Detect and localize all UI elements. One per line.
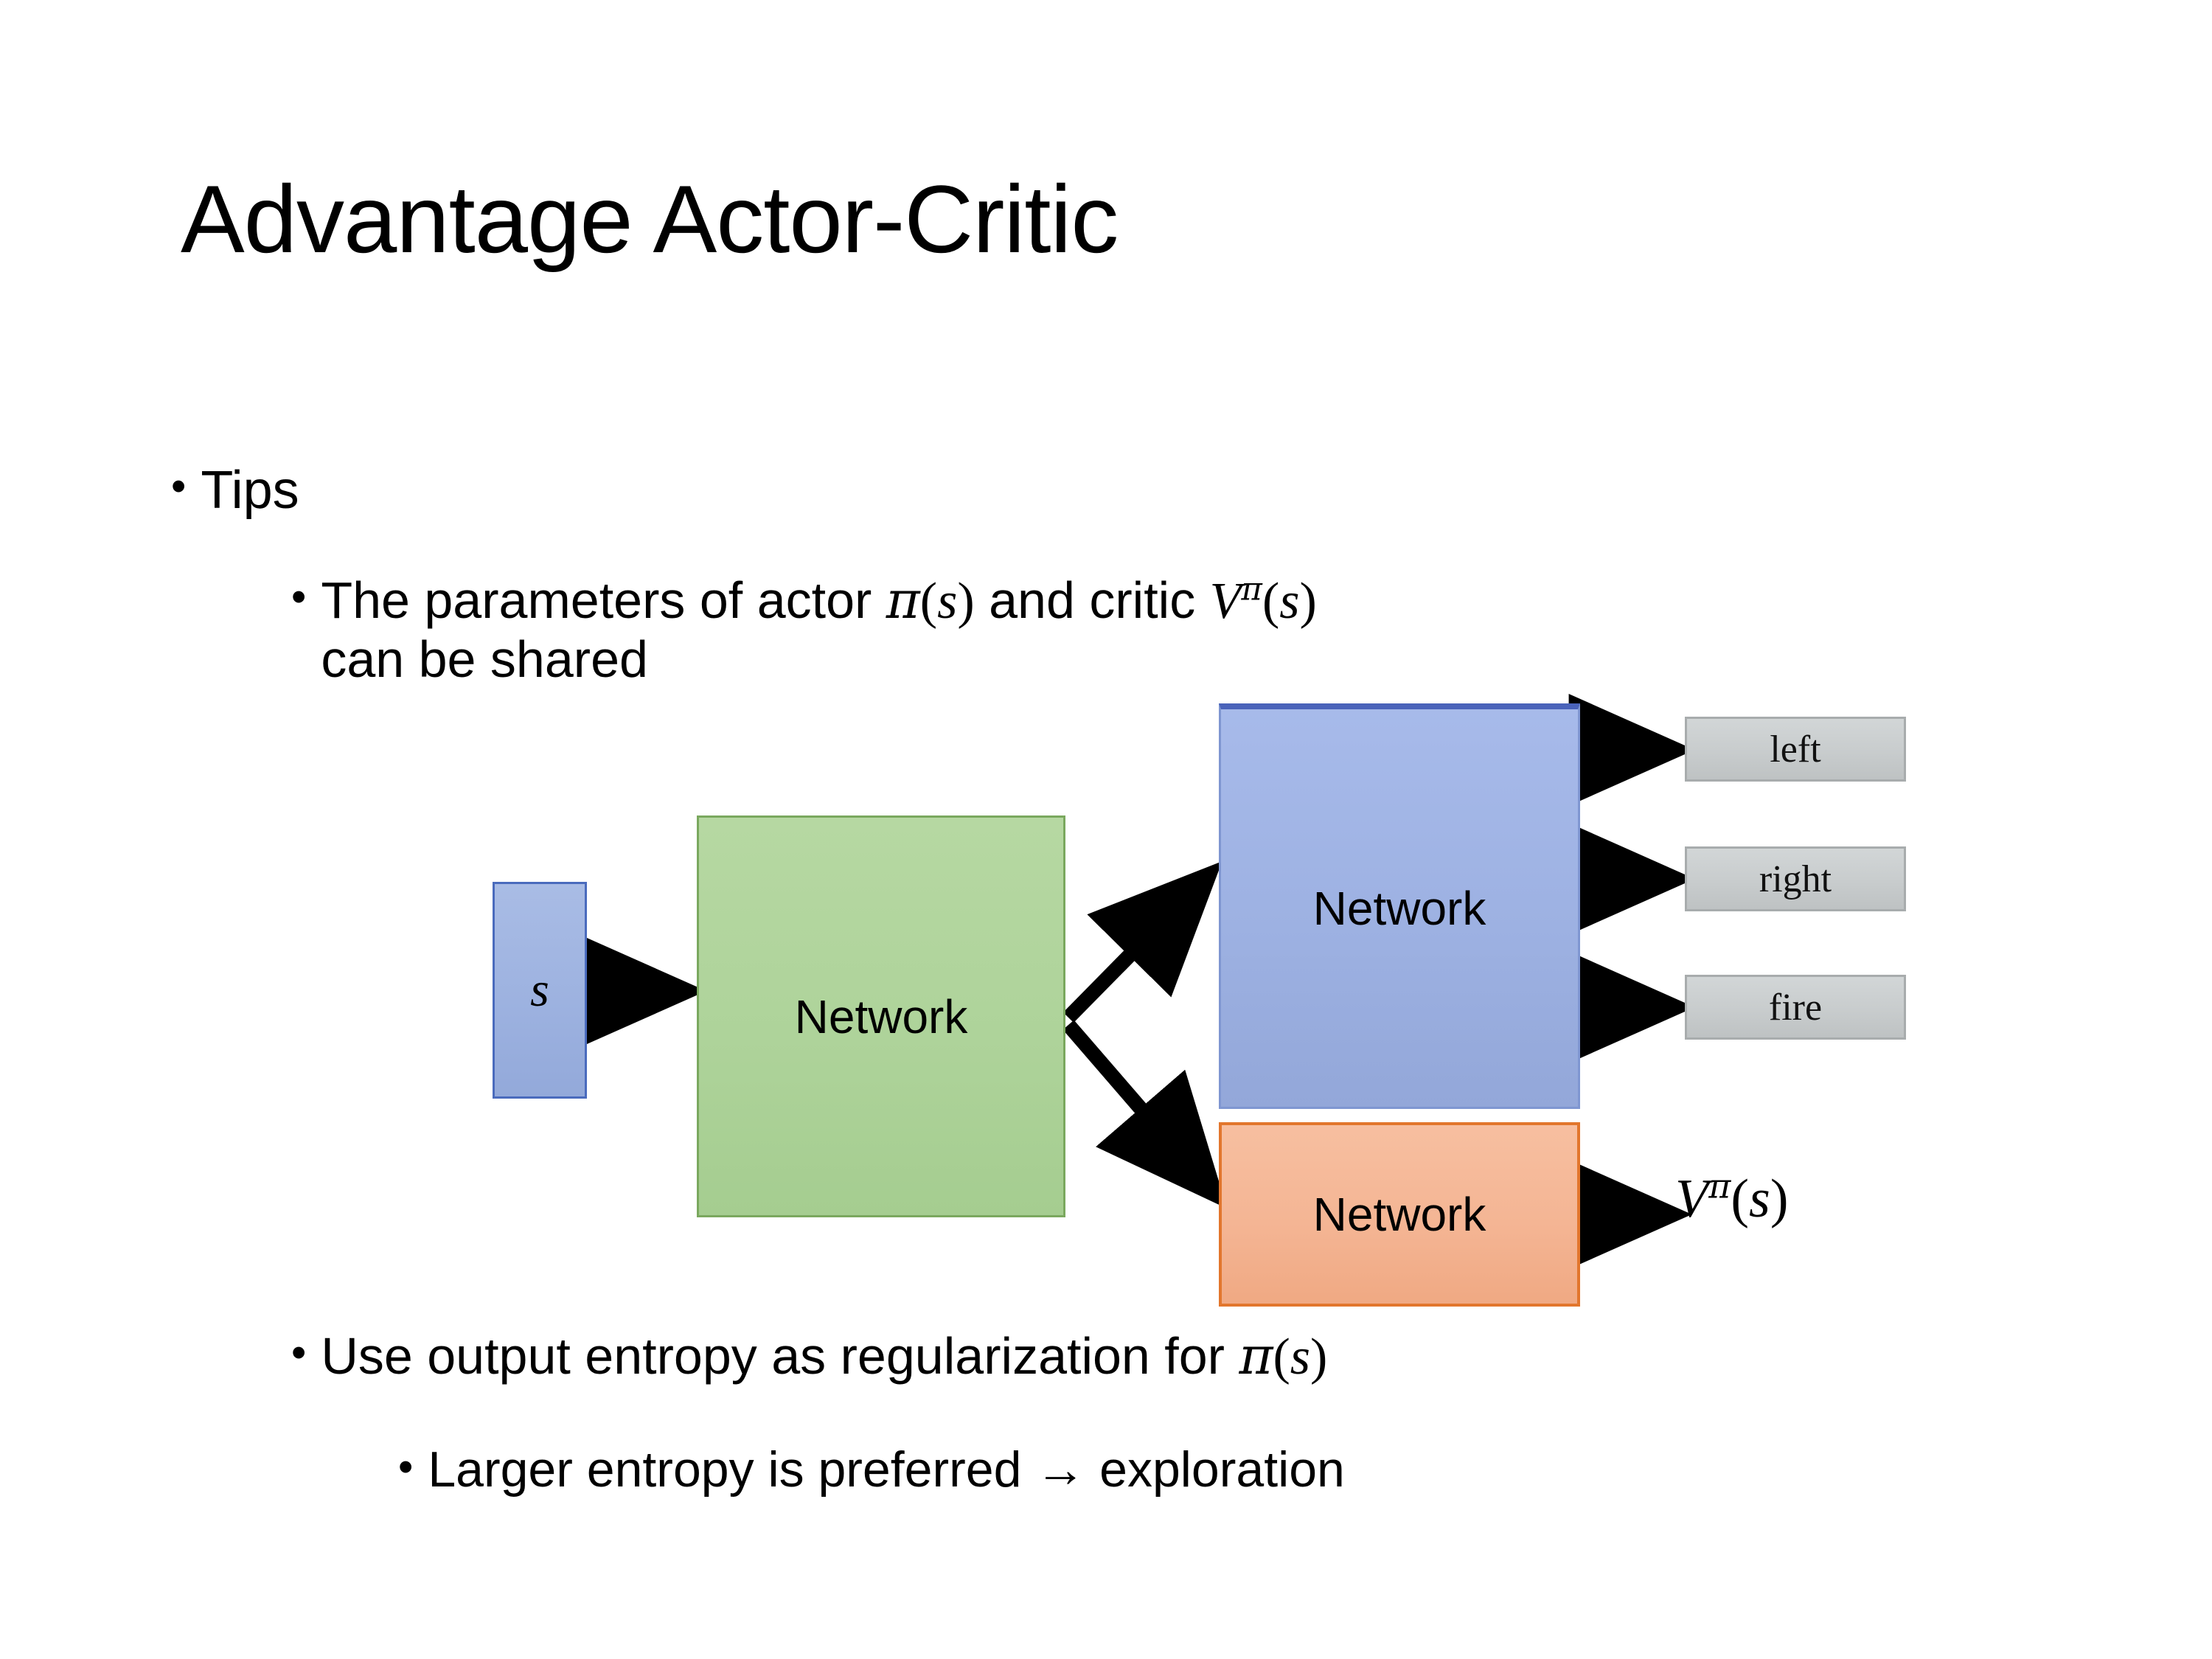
bullet-tips-label: Tips — [201, 461, 299, 520]
bullet-larger-entropy-label: Larger entropy is preferred → exploratio… — [428, 1441, 1345, 1498]
pi-symbol: π — [1239, 1326, 1273, 1386]
pi-superscript: π — [1708, 1166, 1731, 1206]
bullet-dot-icon: • — [398, 1443, 414, 1491]
pi-superscript: π — [1241, 571, 1262, 608]
state-variable: s — [937, 573, 958, 630]
bullet-parameters-text: The parameters of actor π(s) and critic … — [321, 571, 2039, 689]
paren-open: ( — [919, 573, 938, 630]
paren-close: ) — [1299, 573, 1317, 630]
paren-close: ) — [1310, 1329, 1328, 1385]
action-output-right[interactable]: right — [1685, 846, 1906, 911]
bullet-entropy-regularization: • Use output entropy as regularization f… — [291, 1327, 1327, 1386]
bullet-entropy-text: Use output entropy as regularization for… — [321, 1327, 1327, 1386]
paren-open: ( — [1262, 573, 1280, 630]
state-variable: s — [1749, 1169, 1770, 1229]
action-output-left[interactable]: left — [1685, 717, 1906, 782]
bullet-tips: • Tips — [171, 461, 299, 521]
action-output-fire[interactable]: fire — [1685, 975, 1906, 1040]
bullet-entropy-pre: Use output entropy as regularization for — [321, 1327, 1239, 1385]
bullet-dot-icon: • — [171, 462, 187, 510]
arrow-shared-to-critic — [1062, 1020, 1228, 1209]
action-output-right-label: right — [1759, 858, 1832, 900]
critic-network-box[interactable]: Network — [1219, 1122, 1580, 1307]
bullet-larger-entropy: • Larger entropy is preferred → explorat… — [398, 1441, 1345, 1498]
action-output-fire-label: fire — [1768, 986, 1823, 1029]
value-function-symbol: V — [1209, 573, 1242, 630]
bullet-parameters-shared: • The parameters of actor π(s) and criti… — [291, 571, 2039, 689]
paren-close: ) — [957, 573, 975, 630]
state-variable: s — [1279, 573, 1300, 630]
action-output-left-label: left — [1770, 728, 1821, 771]
pi-symbol: π — [886, 570, 920, 630]
state-input-box[interactable]: s — [493, 882, 587, 1099]
shared-network-box[interactable]: Network — [697, 815, 1065, 1217]
actor-network-label: Network — [1312, 881, 1486, 935]
state-input-label: s — [530, 963, 549, 1017]
critic-value-output: Vπ(s) — [1675, 1166, 1788, 1231]
arrow-shared-to-actor — [1062, 861, 1222, 1023]
critic-network-label: Network — [1312, 1188, 1486, 1241]
paren-open: ( — [1731, 1169, 1750, 1229]
shared-network-label: Network — [794, 990, 968, 1043]
bullet-params-mid: and critic — [974, 571, 1210, 629]
bullet-dot-icon: • — [291, 573, 307, 621]
bullet-dot-icon: • — [291, 1329, 307, 1377]
paren-close: ) — [1770, 1169, 1789, 1229]
bullet-params-pre: The parameters of actor — [321, 571, 886, 629]
page-title: Advantage Actor-Critic — [181, 165, 1119, 273]
bullet-params-post: can be shared — [321, 630, 648, 689]
paren-open: ( — [1273, 1329, 1290, 1385]
actor-network-box[interactable]: Network — [1219, 703, 1580, 1109]
value-function-symbol: V — [1675, 1169, 1709, 1229]
state-variable: s — [1290, 1329, 1311, 1385]
